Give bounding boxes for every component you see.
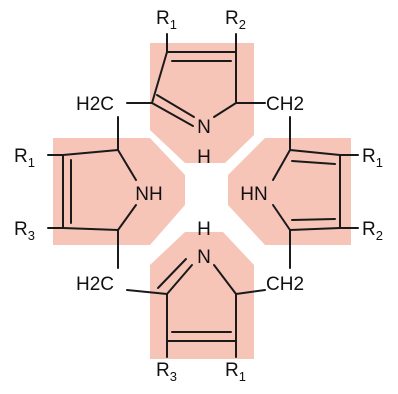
bottom-r-left: R3 (156, 360, 177, 384)
ch2-top-left: H2C (76, 94, 114, 115)
bond-right-nc5 (272, 204, 291, 231)
top-panel (150, 43, 254, 163)
bottom-n: N (197, 247, 211, 268)
highlight-panels (53, 43, 351, 359)
top-n: N (197, 117, 211, 138)
left-r-top: R1 (14, 146, 35, 170)
bottom-h: H (197, 219, 211, 240)
bond-top-nc5 (213, 102, 237, 118)
bond-bottom-c2n (166, 264, 193, 295)
bond-right-c2n (272, 149, 291, 181)
methylene-labels: H2C CH2 H2C CH2 (76, 94, 304, 295)
bond-left-c2n (117, 149, 137, 181)
bond-bridge-bl-b (126, 289, 168, 295)
right-r-top: R1 (362, 146, 383, 170)
bond-bottom-c2n-double (157, 258, 187, 289)
bond-right-c2c3 (289, 149, 341, 156)
right-panel (228, 138, 351, 245)
bond-left-nc5 (117, 204, 137, 231)
bottom-panel (150, 232, 254, 359)
bottom-r-right: R1 (225, 360, 246, 384)
left-r-bottom: R3 (14, 219, 35, 243)
ch2-top-right: CH2 (266, 94, 304, 115)
bond-top-c2n-double (151, 102, 194, 127)
top-r-right: R2 (225, 8, 246, 32)
bond-right-c2c3-inner (291, 160, 336, 165)
ch2-bottom-left: H2C (76, 274, 114, 295)
substituent-labels: R1 R2 R1 R3 R1 R2 R3 R1 (14, 8, 383, 384)
right-r-bottom: R2 (362, 219, 383, 243)
right-hn: HN (240, 184, 267, 205)
ch2-bottom-right: CH2 (266, 274, 304, 295)
left-panel (53, 138, 185, 245)
top-h: H (197, 147, 211, 168)
top-r-left: R1 (156, 8, 177, 32)
bond-right-c4c5-inner (291, 218, 336, 221)
bond-top-c2n-double-2 (156, 94, 195, 118)
bond-top-c2c3-outer (151, 51, 168, 104)
nitrogen-labels: N H H N NH HN (135, 117, 267, 268)
bond-bottom-nc5 (213, 264, 237, 295)
bond-right-c4c5 (289, 227, 341, 231)
bond-left-c2c3 (62, 149, 119, 156)
bonds (47, 33, 359, 358)
bond-bridge-br-b (235, 289, 266, 295)
left-nh: NH (135, 184, 162, 205)
bond-left-c4c5 (62, 227, 119, 231)
